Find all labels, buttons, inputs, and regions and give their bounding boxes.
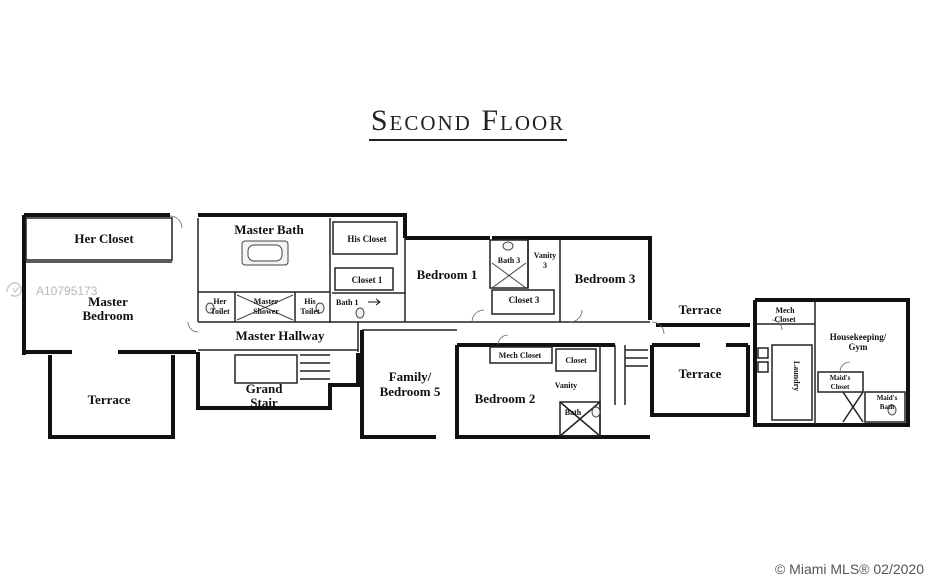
room-labels: Her Closet Master Bath His Closet Closet…	[74, 222, 897, 417]
mls-watermark-icon	[6, 282, 22, 297]
label-bedroom-3: Bedroom 3	[575, 271, 636, 286]
label-terrace-mid: Terrace	[679, 366, 722, 381]
label-family: Family/	[389, 369, 432, 384]
interior-walls	[25, 217, 906, 437]
label-bath-mid: Bath	[565, 408, 582, 417]
label-master-bath: Master Bath	[234, 222, 304, 237]
label-vanity-mid: Vanity	[555, 381, 577, 390]
label-closet-mid: Closet	[565, 356, 587, 365]
floor-title: Second Floor	[0, 104, 936, 141]
listing-id-watermark: A10795173	[36, 284, 98, 298]
label-terrace-top: Terrace	[679, 302, 722, 317]
label-vanity-3a: Vanity	[534, 251, 556, 260]
label-closet-3: Closet 3	[509, 295, 540, 305]
label-bath-1: Bath 1	[336, 298, 358, 307]
fixtures	[205, 240, 897, 418]
label-toilet-2: Toilet	[300, 307, 320, 316]
label-bedroom-1: Bedroom 1	[417, 267, 478, 282]
label-master: Master	[88, 294, 128, 309]
label-bath-3: Bath 3	[498, 256, 520, 265]
label-bedroom-5: Bedroom 5	[380, 384, 441, 399]
label-closet-mech: Closet	[774, 315, 796, 324]
label-bedroom-2: Bedroom 2	[475, 391, 536, 406]
label-laundry: Laundry	[792, 361, 801, 391]
label-mech: Mech	[775, 306, 795, 315]
label-maids-closet-b: Closet	[831, 383, 850, 391]
label-shower: Shower	[253, 307, 279, 316]
label-her: Her	[213, 297, 227, 306]
floor-title-text: Second Floor	[368, 104, 568, 141]
label-maids-bath-b: Bath	[880, 403, 895, 411]
label-master-small: Master	[254, 297, 279, 306]
door-swings	[169, 215, 851, 373]
label-housekeeping: Housekeeping/	[830, 332, 887, 342]
label-grand: Grand	[246, 381, 284, 396]
label-stair: Stair	[250, 395, 278, 410]
label-closet-1: Closet 1	[352, 275, 383, 285]
label-his: His	[304, 297, 316, 306]
label-gym: Gym	[849, 342, 869, 352]
copyright-watermark: © Miami MLS® 02/2020	[774, 561, 924, 577]
bath1-arrow-icon	[368, 298, 381, 306]
label-her-closet: Her Closet	[74, 231, 134, 246]
label-toilet: Toilet	[210, 307, 230, 316]
label-maids-bath-a: Maid's	[877, 394, 898, 402]
label-bedroom: Bedroom	[82, 308, 133, 323]
label-terrace-left: Terrace	[88, 392, 131, 407]
label-maids-closet-a: Maid's	[830, 374, 851, 382]
exterior-walls	[22, 213, 910, 439]
label-master-hallway: Master Hallway	[236, 328, 325, 343]
label-his-closet: His Closet	[347, 234, 386, 244]
label-vanity-3b: 3	[543, 261, 547, 270]
label-mech-closet-mid: Mech Closet	[499, 351, 542, 360]
